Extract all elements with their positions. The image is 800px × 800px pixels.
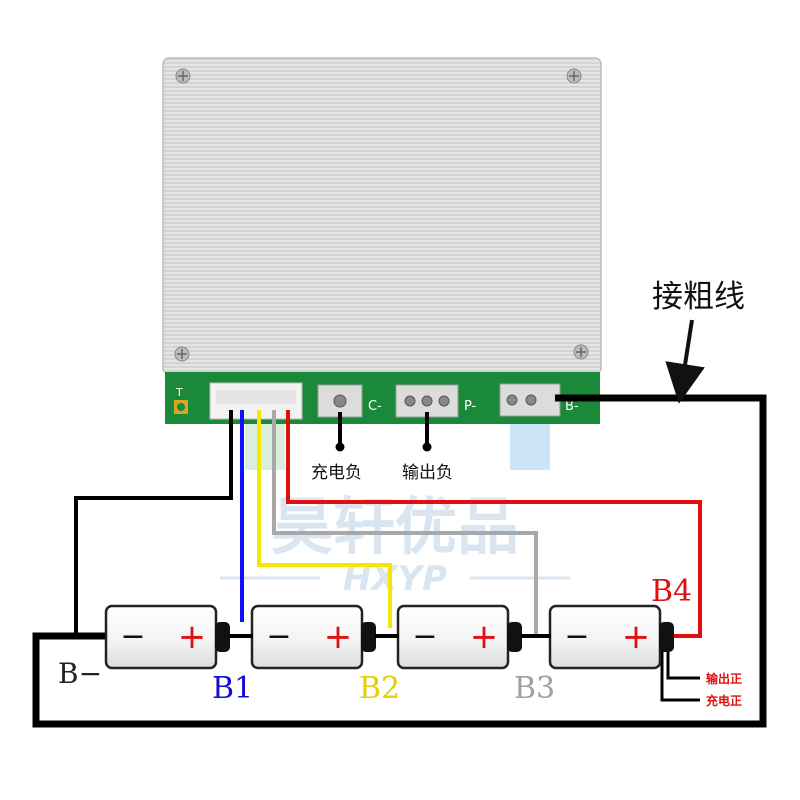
screw-bottom-right xyxy=(573,344,589,360)
node-label-b2: B2 xyxy=(359,671,400,706)
annotation-charge-negative: 充电负 xyxy=(311,463,362,483)
pad-label-c: C- xyxy=(368,399,382,414)
balance-wire-b3 xyxy=(272,410,538,635)
battery-cell-2: − + xyxy=(250,604,376,670)
annotation-thick-wire: 接粗线 xyxy=(652,279,745,315)
pcb-board: T C- P- B- xyxy=(165,372,600,424)
b-minus-terminal: B- xyxy=(499,383,579,417)
annotation-output-positive: 输出正 xyxy=(706,671,742,686)
screw-top-left xyxy=(175,68,191,84)
node-label-b3: B3 xyxy=(514,671,555,706)
cell-1-minus: − xyxy=(120,619,145,654)
screw-top-right xyxy=(566,68,582,84)
battery-cell-1: − + xyxy=(104,604,230,670)
cell-2-plus: + xyxy=(324,617,353,657)
b-minus-thick-wire xyxy=(32,394,767,728)
thick-wire-arrow xyxy=(665,319,705,404)
pcb-label-t: T xyxy=(175,386,183,399)
annotation-charge-positive: 充电正 xyxy=(706,693,742,708)
balance-wire-b4 xyxy=(286,410,702,638)
cell-4-minus: − xyxy=(564,619,589,654)
node-label-b-minus: B− xyxy=(58,657,102,690)
balance-wire-black xyxy=(74,410,233,636)
battery-cell-4: − + xyxy=(548,604,674,670)
node-label-b1: B1 xyxy=(212,671,253,706)
charge-positive-lead xyxy=(660,643,700,702)
c-minus-terminal: C- xyxy=(317,384,382,418)
heatsink xyxy=(162,57,602,375)
pad-label-p: P- xyxy=(464,399,477,414)
main-wires xyxy=(32,394,767,728)
screw-bottom-left xyxy=(174,346,190,362)
pad-label-b: B- xyxy=(565,399,579,414)
node-label-b4: B4 xyxy=(651,574,692,609)
cell-3-minus: − xyxy=(412,619,437,654)
output-positive-lead xyxy=(666,643,700,680)
cell-2-minus: − xyxy=(266,619,291,654)
annotation-output-negative: 输出负 xyxy=(402,463,453,483)
battery-cell-3: − + xyxy=(396,604,522,670)
cell-4-plus: + xyxy=(622,617,651,657)
cell-1-plus: + xyxy=(178,617,207,657)
cell-3-plus: + xyxy=(470,617,499,657)
balance-wire-b2 xyxy=(257,410,392,628)
p-minus-terminal: P- xyxy=(395,384,477,418)
